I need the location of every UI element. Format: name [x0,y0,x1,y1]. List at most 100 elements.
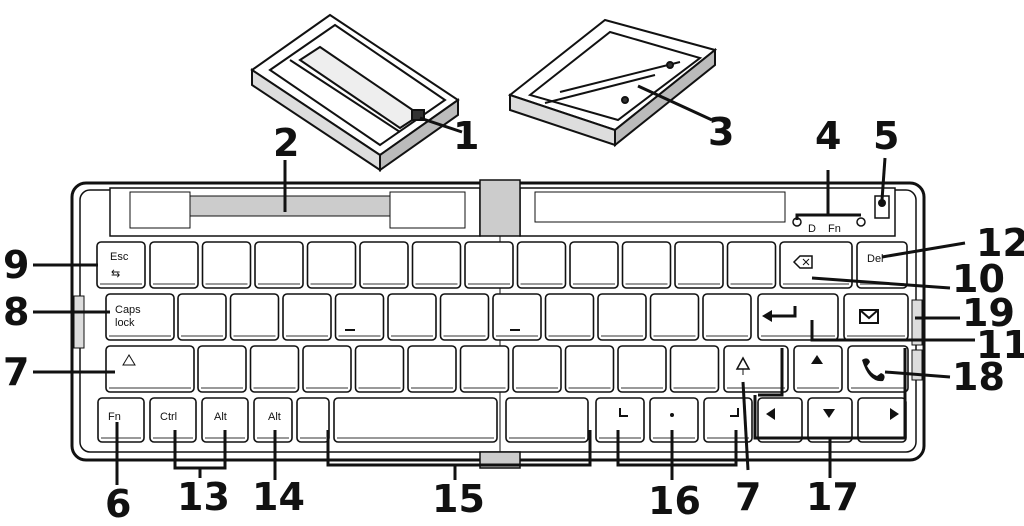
key-row3-6 [459,345,510,393]
key-space-right [505,397,589,443]
key-arrow-left [757,397,803,443]
callout-3: 3 [708,110,735,154]
key-row2-5 [387,293,437,341]
key-shift-right-shadow [727,387,785,389]
key-row1-10 [621,241,672,289]
key-arrow-down [807,397,853,443]
key-row3-10-shadow [673,387,716,389]
key-row2-6-shadow [443,335,486,337]
key-row1-9-shadow [573,283,615,285]
key-esc [96,241,146,289]
callout-17: 17 [806,475,859,519]
key-enter [757,293,839,341]
key-bottom-1-shadow [599,437,641,439]
key-row2-7 [492,293,542,341]
key-row1-2-shadow [205,283,248,285]
key-row1-12-shadow [730,283,773,285]
key-row2-4 [334,293,385,341]
key-mail-shadow [847,335,905,337]
key-row2-10-shadow [653,335,696,337]
enter-arrow-icon [762,306,797,322]
caps-key-label-1: Caps [115,304,141,316]
key-row3-3-shadow [306,387,348,389]
key-row3-5-shadow [411,387,453,389]
arrow-up-icon [811,355,823,364]
key-row3-2-shadow [253,387,296,389]
key-arrow-up-shadow [797,387,839,389]
key-row2-9 [597,293,647,341]
key-row1-5 [359,241,409,289]
key-row1-6 [411,241,462,289]
key-shift-right [723,345,789,393]
key-ctrl-shadow [153,437,193,439]
key-fn-shadow [101,437,141,439]
right-top-panel [519,187,896,237]
key-row1-12 [726,241,777,289]
esc-key-label: Esc [110,251,129,263]
key-phone-shadow [851,387,905,389]
del-key-label: Del [867,253,884,265]
key-row3-9 [617,345,667,393]
callout-7-left: 7 [3,350,30,394]
key-row3-7-shadow [516,387,558,389]
key-bottom-3 [703,397,753,443]
phone-icon [862,358,885,382]
callout-18: 18 [952,355,1005,399]
shift-right-icon [735,356,751,375]
key-row1-11 [674,241,724,289]
caps-key-label-2: lock [115,317,135,329]
key-space-left [333,397,498,443]
key-row3-8 [564,345,615,393]
key-caps-lock [105,293,175,341]
callout-16: 16 [648,479,701,523]
key-row1-7-shadow [468,283,510,285]
folded-keyboard-back [507,18,718,148]
key-enter-shadow [761,335,835,337]
key-row1-3 [254,241,304,289]
fn-key-label: Fn [108,411,121,423]
key-backspace-shadow [783,283,849,285]
leader-lines [33,84,975,485]
callout-14: 14 [252,475,305,519]
key-bottom-1 [595,397,645,443]
arrow-right-icon [890,408,899,420]
key-caps-lock-shadow [109,335,171,337]
indicator-light-right [856,217,866,227]
key-row2-9-shadow [601,335,643,337]
indicator-label-left: D [808,223,816,235]
key-row2-8 [544,293,595,341]
key-space-left-shadow [337,437,494,439]
key-space-edge-left-shadow [300,437,326,439]
key-arrow-right [857,397,907,443]
release-button-icon [411,109,425,121]
callout-5: 5 [873,114,900,158]
center-hinge [479,179,521,237]
key-row1-7 [464,241,514,289]
key-row2-11-shadow [706,335,748,337]
key-row3-6-shadow [463,387,506,389]
key-row3-9-shadow [621,387,663,389]
key-row3-1-shadow [201,387,243,389]
key-row1-6-shadow [415,283,458,285]
key-fn [97,397,145,443]
key-row3-7 [512,345,562,393]
key-esc-shadow [100,283,142,285]
key-row3-4 [354,345,405,393]
callout-2: 2 [273,121,300,165]
key-bottom-3-shadow [707,437,749,439]
key-row1-9 [569,241,619,289]
key-row2-3 [282,293,332,341]
key-bottom-2-shadow [653,437,695,439]
key-alt-right-shadow [257,437,289,439]
callout-19: 19 [962,291,1015,335]
callout-4: 4 [815,114,842,158]
callout-7-bottom: 7 [735,475,762,519]
key-row1-8-shadow [520,283,563,285]
shift-left-icon [122,354,136,366]
key-bottom-2 [649,397,699,443]
key-row2-11 [702,293,752,341]
callout-1: 1 [453,114,480,158]
key-row3-8-shadow [568,387,611,389]
key-row3-3 [302,345,352,393]
key-alt-right [253,397,293,443]
